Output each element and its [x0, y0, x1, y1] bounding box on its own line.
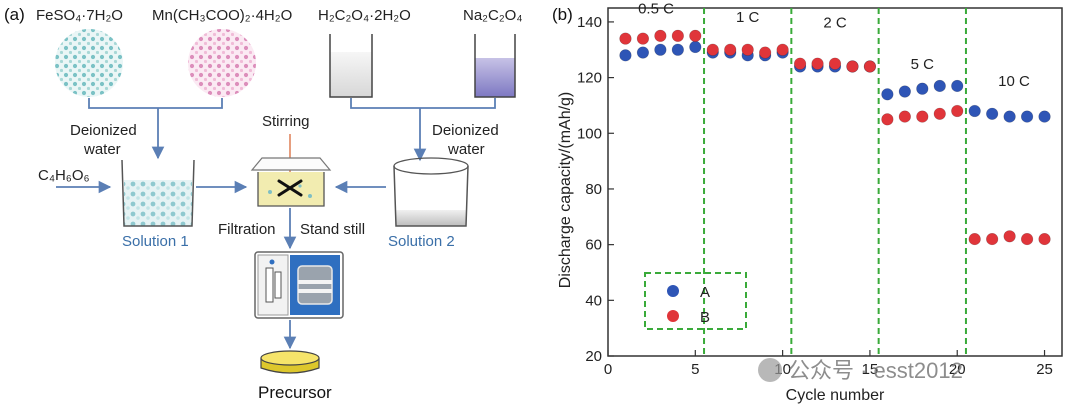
- series-b-point-7: [724, 43, 737, 56]
- rate-label-3: 2 C: [823, 14, 847, 31]
- series-b-point-9: [759, 46, 772, 59]
- tartaric-acid-label: C₄H₆O₆: [38, 167, 90, 184]
- rate-label-1: 0.5 C: [638, 1, 674, 18]
- feso4-label: FeSO₄·7H₂O: [36, 7, 123, 24]
- series-a-point-16: [881, 88, 894, 101]
- watermark-text: 公众号 · esst2012: [788, 358, 963, 383]
- series-b-point-18: [916, 110, 929, 123]
- rate-label-5: 10 C: [998, 73, 1030, 90]
- x-tick-label-20: 20: [949, 361, 966, 378]
- solution-2-beaker-icon: [393, 157, 469, 227]
- series-b-point-11: [793, 57, 807, 70]
- series-b-point-10: [776, 43, 789, 56]
- series-b-point-1: [619, 32, 632, 45]
- y-tick-label-80: 80: [585, 181, 602, 198]
- series-b-point-17: [898, 110, 911, 123]
- series-a-point-4: [671, 43, 684, 56]
- series-a-point-20: [951, 79, 964, 93]
- stand-still-label: Stand still: [300, 221, 365, 238]
- x-axis-title: Cycle number: [786, 387, 885, 404]
- series-b-point-3: [654, 29, 667, 42]
- legend-marker-b: [667, 310, 679, 322]
- oxalic-acid-label: H₂C₂O₄·2H₂O: [318, 7, 411, 24]
- y-axis-title: Discharge capacity/(mAh/g): [557, 92, 574, 289]
- x-tick-label-15: 15: [862, 361, 879, 378]
- x-tick-label-25: 25: [1036, 361, 1053, 378]
- series-b-point-25: [1038, 232, 1051, 246]
- plot-frame: [607, 7, 1063, 357]
- series-a-point-21: [968, 104, 981, 118]
- legend-label-b: B: [700, 309, 710, 326]
- panel-a: (a) FeSO₄·7H₂O Mn(CH₃COO)₂·4H₂O H₂C₂O₄·2…: [4, 5, 522, 402]
- series-b-point-8: [741, 43, 754, 56]
- deionized-water-right-line1: Deionized: [432, 122, 499, 139]
- y-tick-label-100: 100: [577, 125, 602, 142]
- series-a-point-24: [1020, 110, 1034, 123]
- series-b-point-5: [689, 29, 702, 42]
- series-b-point-15: [863, 60, 877, 73]
- series-b-point-6: [706, 43, 719, 56]
- series-a-point-22: [986, 107, 999, 120]
- precursor-dish-icon: [260, 350, 320, 374]
- legend-label-a: A: [700, 284, 710, 301]
- drying-oven-icon: [254, 251, 344, 319]
- legend-marker-a: [667, 285, 679, 297]
- deionized-water-right-line2: water: [447, 141, 485, 158]
- solution-2-label: Solution 2: [388, 233, 455, 250]
- watermark: 公众号 · esst2012: [758, 358, 963, 383]
- x-tick-label-5: 5: [691, 361, 699, 378]
- series-b-point-13: [828, 57, 842, 70]
- y-tick-label-20: 20: [585, 348, 602, 365]
- legend: A B: [644, 272, 747, 330]
- series-a-point-2: [636, 46, 650, 59]
- mn-acetate-label: Mn(CH₃COO)₂·4H₂O: [152, 7, 292, 24]
- series-b-point-20: [951, 104, 964, 118]
- series-b-point-22: [986, 232, 999, 246]
- filtration-label: Filtration: [218, 221, 276, 238]
- series-a-point-17: [898, 85, 911, 98]
- series-b-point-19: [933, 107, 946, 120]
- series-a-point-5: [689, 40, 702, 54]
- series-a-point-1: [619, 49, 632, 62]
- series-a-point-19: [933, 79, 946, 93]
- deionized-water-left-line2: water: [83, 141, 121, 158]
- precursor-label: Precursor: [258, 383, 332, 402]
- solution-1-beaker-icon: [121, 159, 195, 227]
- panel-a-label: (a): [4, 5, 25, 24]
- deionized-water-left-line1: Deionized: [70, 122, 137, 139]
- y-tick-label-120: 120: [577, 70, 602, 87]
- series-a-point-23: [1003, 110, 1016, 123]
- series-a-point-18: [916, 82, 929, 95]
- series-b-point-14: [846, 60, 859, 73]
- oxalic-acid-beaker-icon: [329, 34, 373, 98]
- panel-b: (b) Discharge capacity/(mAh/g) Cycle num…: [552, 1, 1063, 404]
- x-tick-label-0: 0: [604, 361, 612, 378]
- series-a-point-25: [1038, 110, 1051, 123]
- rate-label-4: 5 C: [911, 56, 935, 73]
- y-tick-label-140: 140: [577, 14, 602, 31]
- series-b-point-21: [968, 232, 981, 246]
- y-tick-label-40: 40: [585, 292, 602, 309]
- series-b-point-24: [1020, 232, 1034, 246]
- series-b-point-23: [1003, 230, 1016, 243]
- series-b-point-12: [811, 57, 824, 70]
- stirring-label: Stirring: [262, 113, 310, 130]
- sodium-oxalate-beaker-icon: [474, 34, 516, 98]
- wechat-logo-icon: [758, 358, 782, 382]
- solution-1-label: Solution 1: [122, 233, 189, 250]
- y-tick-label-60: 60: [585, 237, 602, 254]
- rate-label-2: 1 C: [736, 9, 760, 26]
- sodium-oxalate-label: Na₂C₂O₄: [463, 7, 522, 24]
- series-a-point-3: [654, 43, 667, 56]
- series-b-point-16: [881, 113, 894, 126]
- panel-b-label: (b): [552, 5, 573, 24]
- stirring-vessel-icon: [250, 157, 332, 207]
- series-b-point-4: [671, 29, 684, 42]
- series-b-point-2: [636, 32, 650, 45]
